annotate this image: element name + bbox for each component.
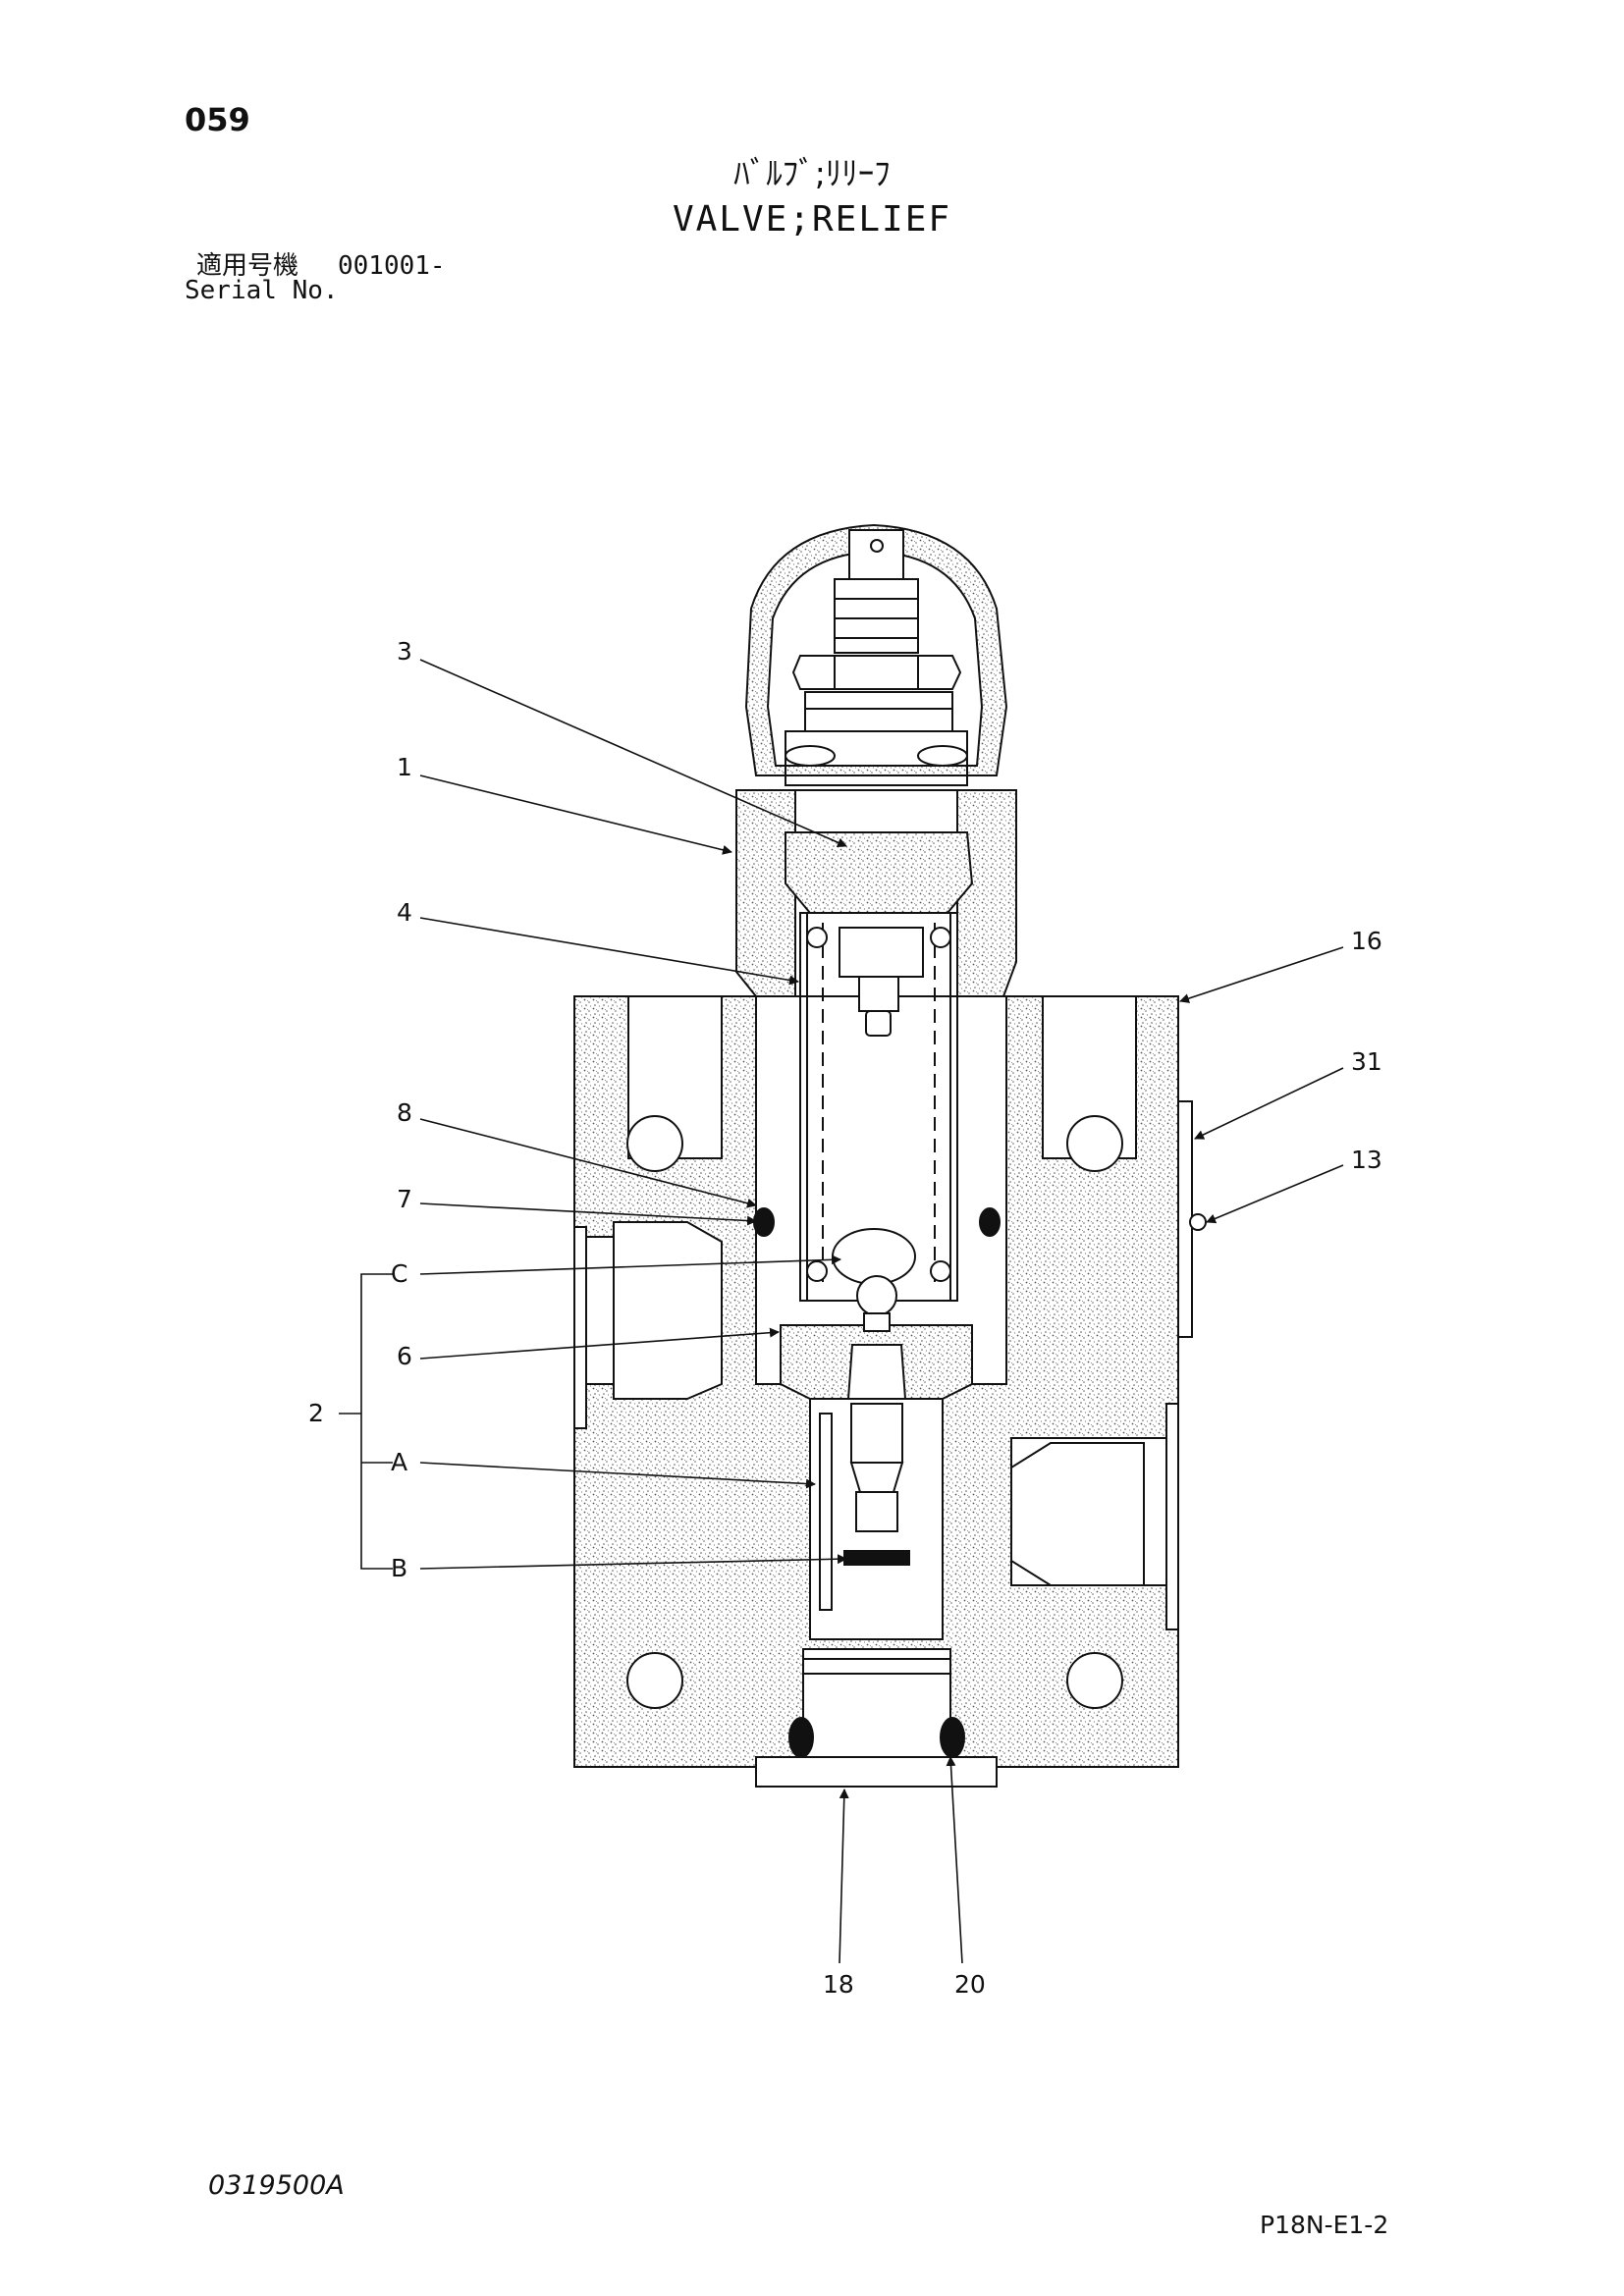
callout-a: A bbox=[391, 1448, 407, 1476]
callout-1: 1 bbox=[397, 753, 412, 781]
o-rings bbox=[753, 1207, 1001, 1758]
callout-20: 20 bbox=[954, 1970, 986, 1999]
page-number: 059 bbox=[185, 101, 250, 138]
callout-18: 18 bbox=[823, 1970, 854, 1999]
bottom-plug bbox=[755, 1658, 998, 1788]
reference-code: P18N-E1-2 bbox=[1260, 2211, 1389, 2239]
serial-label-english: Serial No. bbox=[185, 276, 339, 305]
callout-b: B bbox=[391, 1554, 407, 1582]
callout-13: 13 bbox=[1351, 1146, 1382, 1174]
drawing-number: 0319500A bbox=[208, 2170, 345, 2201]
cap-dome bbox=[744, 523, 1008, 786]
serial-label-japanese: 適用号機 bbox=[196, 251, 299, 281]
mounting-holes bbox=[626, 1115, 1123, 1709]
callout-2: 2 bbox=[308, 1399, 324, 1427]
title-japanese: ﾊﾞﾙﾌﾞ;ﾘﾘｰﾌ bbox=[733, 154, 891, 192]
spring-sleeve bbox=[799, 912, 958, 1302]
callout-c: C bbox=[391, 1259, 407, 1288]
callout-6: 6 bbox=[397, 1342, 412, 1370]
serial-value: 001001- bbox=[338, 251, 446, 281]
callout-31: 31 bbox=[1351, 1047, 1382, 1076]
callout-16: 16 bbox=[1351, 927, 1382, 955]
callout-7: 7 bbox=[397, 1185, 412, 1213]
title-english: VALVE;RELIEF bbox=[672, 199, 952, 240]
callout-8: 8 bbox=[397, 1098, 412, 1127]
side-plates bbox=[573, 1100, 1207, 1630]
callout-4: 4 bbox=[397, 898, 412, 927]
poppet-seat bbox=[780, 1275, 973, 1611]
callout-3: 3 bbox=[397, 637, 412, 666]
leader-lines bbox=[339, 659, 1344, 1964]
